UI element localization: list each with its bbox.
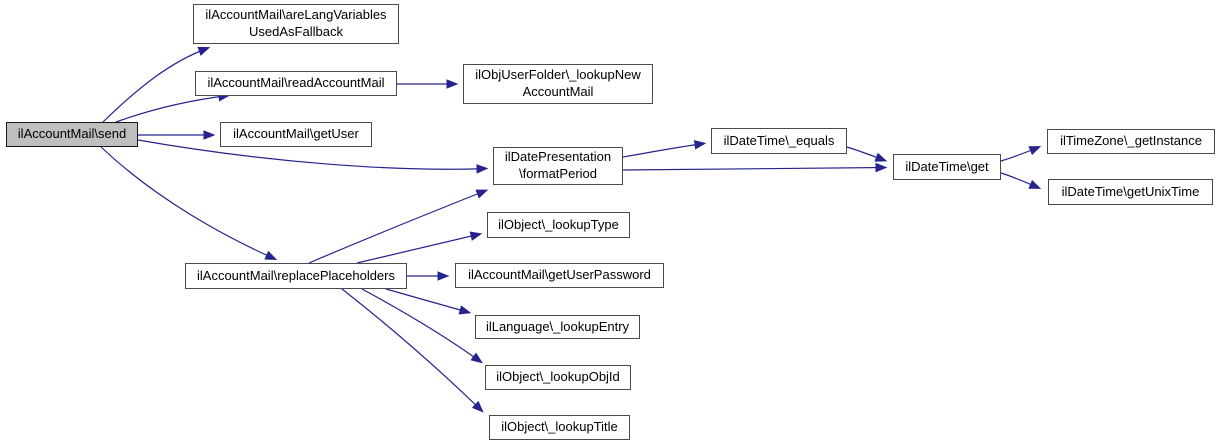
edge-replaceplaceholders-to-lookuptype [356,231,483,264]
edge-datetimeget-to-getunixtime [1000,172,1042,189]
edge-send-to-replaceplaceholders [100,146,278,260]
node-timezonegetinstance[interactable]: ilTimeZone\_getInstance [1047,129,1215,154]
edge-datetimeget-to-timezonegetinstance [1000,146,1042,162]
node-formatperiod[interactable]: ilDatePresentation \formatPeriod [493,147,623,185]
node-lookupnewaccountmail[interactable]: ilObjUserFolder\_lookupNew AccountMail [463,64,653,104]
node-lookupobjid[interactable]: ilObject\_lookupObjId [485,365,631,390]
node-getuserpassword[interactable]: ilAccountMail\getUserPassword [455,263,664,288]
node-getuser[interactable]: ilAccountMail\getUser [220,122,372,147]
edge-datetimeequals-to-datetimeget [846,146,888,162]
edge-send-to-formatperiod [137,139,489,174]
node-datetimeequals[interactable]: ilDateTime\_equals [711,128,847,154]
node-replaceplaceholders[interactable]: ilAccountMail\replacePlaceholders [185,263,407,289]
node-lookuptitle[interactable]: ilObject\_lookupTitle [489,415,630,440]
node-lookuptype[interactable]: ilObject\_lookupType [487,212,630,238]
edge-formatperiod-to-datetimeget [622,162,888,173]
node-lookupentry[interactable]: ilLanguage\_lookupEntry [475,315,640,339]
node-readaccountmail[interactable]: ilAccountMail\readAccountMail [195,71,397,96]
edge-replaceplaceholders-to-lookupobjid [361,288,483,364]
node-datetimegetunixtime[interactable]: ilDateTime\getUnixTime [1048,179,1213,205]
edge-send-to-arelangvariables [102,46,211,123]
edge-replaceplaceholders-to-lookuptitle [341,288,484,413]
edge-formatperiod-to-datetimeequals [622,140,707,158]
edge-replaceplaceholders-to-formatperiod [308,189,489,264]
node-send: ilAccountMail\send [6,122,138,147]
node-arelangvariablesusedasfallback[interactable]: ilAccountMail\areLangVariables UsedAsFal… [193,4,399,44]
edge-replaceplaceholders-to-lookupentry [385,288,472,315]
node-datetimeget[interactable]: ilDateTime\get [893,154,1001,180]
edge-send-to-readaccountmail [115,91,231,123]
